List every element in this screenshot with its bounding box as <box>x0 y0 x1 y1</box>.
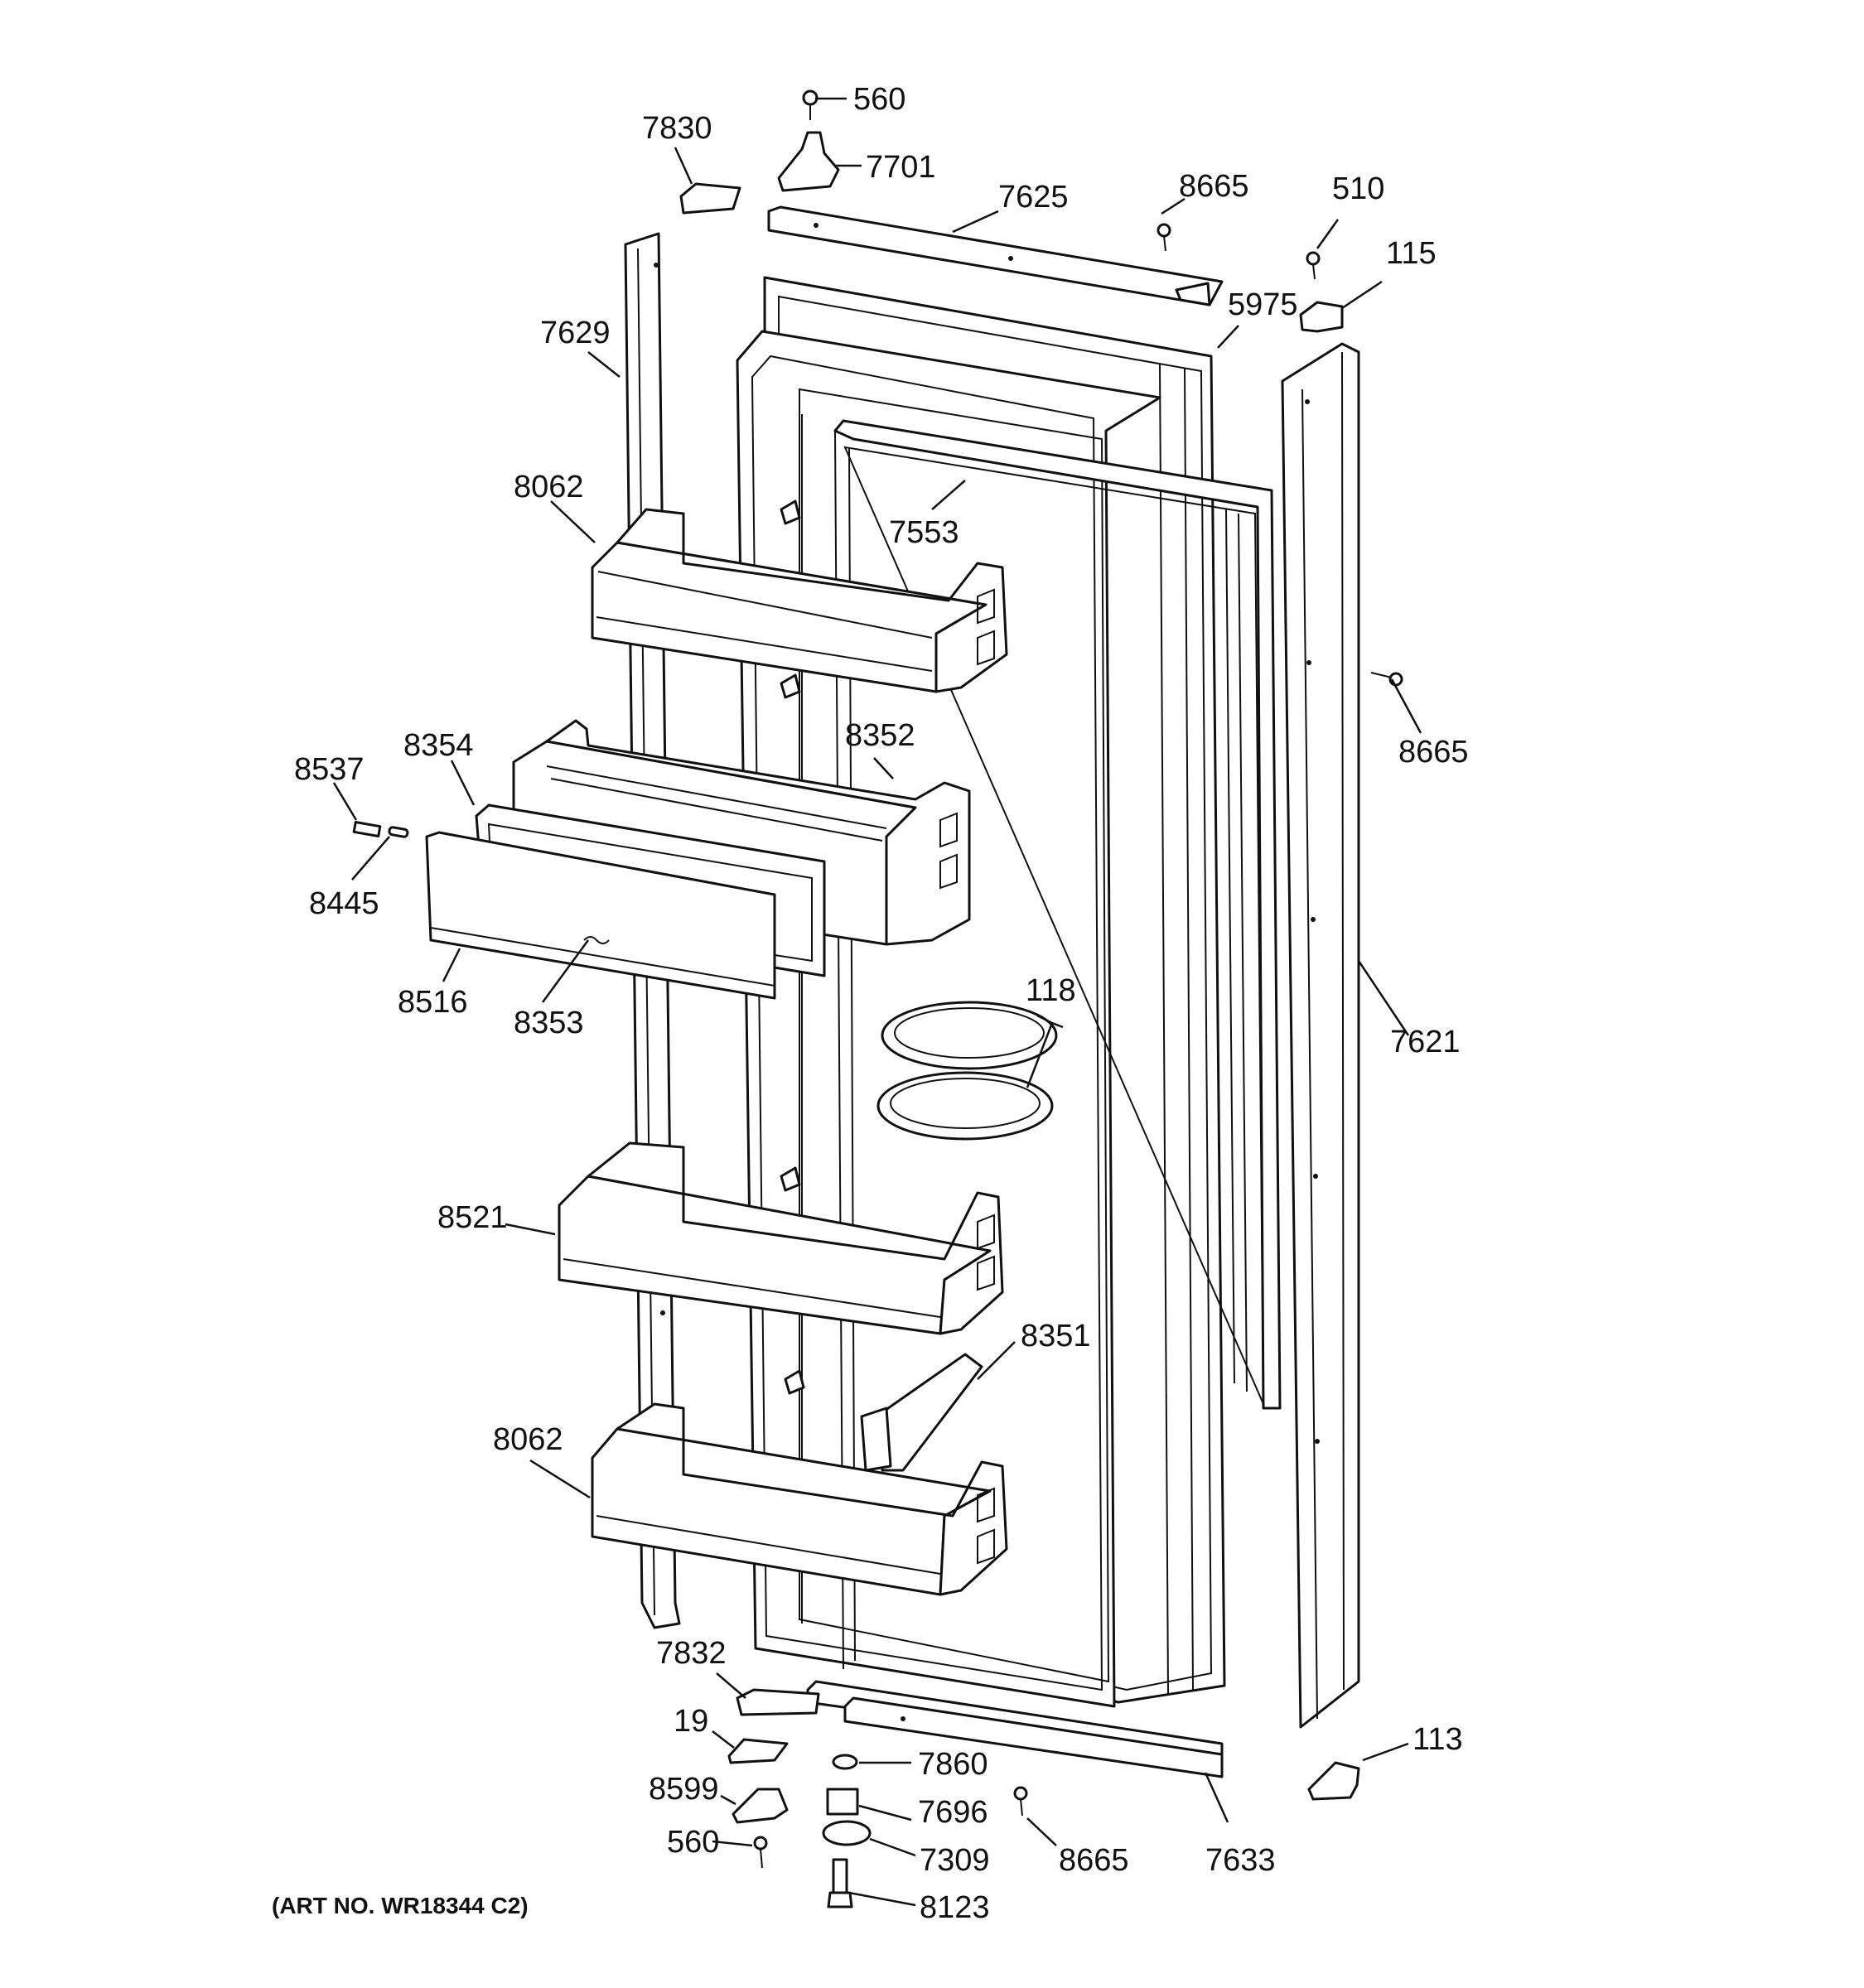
egg-tray-118-upper <box>881 1001 1058 1070</box>
label-7625: 7625 <box>998 180 1069 215</box>
label-7629: 7629 <box>540 316 611 350</box>
label-8062-bottom: 8062 <box>493 1422 563 1457</box>
label-8665-top: 8665 <box>1179 169 1249 204</box>
leader-lines <box>332 97 1422 1907</box>
label-7553: 7553 <box>889 515 959 550</box>
screw-560-bottom <box>753 1836 768 1869</box>
shim-19 <box>727 1738 789 1764</box>
label-113: 113 <box>1412 1722 1463 1757</box>
label-7701: 7701 <box>866 150 936 185</box>
label-8516: 8516 <box>398 985 468 1020</box>
label-8354: 8354 <box>403 728 474 763</box>
label-8665-right: 8665 <box>1398 735 1469 770</box>
label-8537: 8537 <box>294 752 365 787</box>
label-7633: 7633 <box>1205 1843 1276 1878</box>
bushing-7696 <box>826 1788 859 1816</box>
label-560-bottom: 560 <box>667 1825 719 1860</box>
label-8599: 8599 <box>649 1772 719 1807</box>
shim-7832 <box>736 1688 820 1716</box>
label-8521: 8521 <box>437 1200 508 1235</box>
right-trim-7621 <box>1281 342 1360 1729</box>
label-115: 115 <box>1386 236 1437 271</box>
screw-8665-bottom <box>1013 1786 1028 1817</box>
label-7309: 7309 <box>920 1843 990 1878</box>
label-8353: 8353 <box>514 1006 584 1040</box>
label-7621: 7621 <box>1390 1025 1461 1059</box>
label-8445: 8445 <box>309 886 379 921</box>
label-19: 19 <box>674 1704 708 1739</box>
screw-510 <box>1306 251 1321 280</box>
shim-7830 <box>679 182 741 215</box>
label-8062-top: 8062 <box>514 470 584 504</box>
cover-115 <box>1299 301 1344 333</box>
door-bin-8521 <box>558 1141 1004 1335</box>
label-7860: 7860 <box>918 1747 988 1782</box>
label-8351: 8351 <box>1021 1319 1091 1353</box>
label-560-top: 560 <box>853 82 905 117</box>
butter-door-8351 <box>860 1353 983 1472</box>
bracket-113 <box>1307 1761 1360 1801</box>
label-5975: 5975 <box>1228 287 1298 322</box>
screw-8665-top <box>1157 223 1171 252</box>
label-118: 118 <box>1026 973 1076 1008</box>
label-7830: 7830 <box>642 111 712 146</box>
washer-7309 <box>822 1820 872 1846</box>
screw-560-top <box>802 89 819 120</box>
liner-tabs <box>780 499 805 1395</box>
door-bin-8062-bottom <box>591 1402 1008 1596</box>
art-number: (ART NO. WR18344 C2) <box>272 1893 529 1918</box>
door-bin-8062-top <box>591 508 1008 693</box>
label-510: 510 <box>1332 171 1384 206</box>
hinge-7701 <box>777 131 840 192</box>
label-8123: 8123 <box>920 1890 990 1925</box>
part-labels: 560 7830 7701 7625 8665 510 115 5975 762… <box>294 82 1469 1925</box>
label-8352: 8352 <box>845 718 915 753</box>
bracket-8599 <box>732 1788 789 1824</box>
label-7832: 7832 <box>656 1636 727 1671</box>
spring-8537 <box>352 820 382 838</box>
pin-8445 <box>388 826 409 838</box>
label-8665-bottom: 8665 <box>1059 1843 1129 1878</box>
egg-tray-118-lower <box>876 1071 1054 1141</box>
washer-7860 <box>832 1754 858 1770</box>
top-cap-7625 <box>767 205 1224 306</box>
bolt-8123 <box>827 1858 853 1908</box>
screw-8665-right <box>1370 672 1403 687</box>
label-7696: 7696 <box>918 1795 988 1830</box>
bin-door-8353 <box>425 831 776 1000</box>
